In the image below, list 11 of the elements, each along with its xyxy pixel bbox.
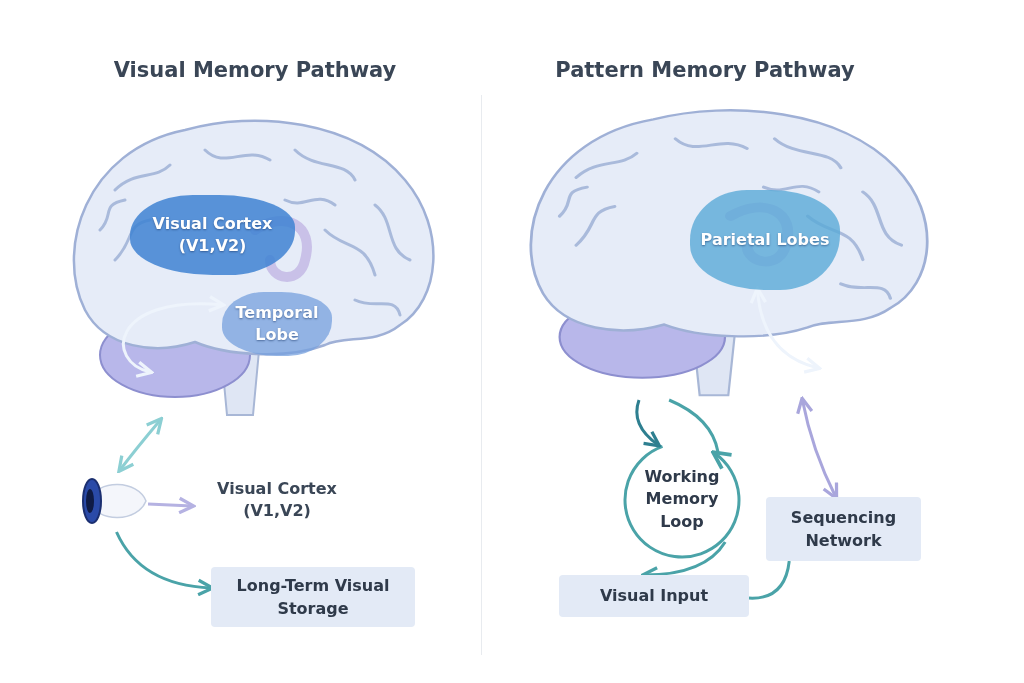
node-label: Working Memory Loop: [643, 466, 721, 534]
arrow: [122, 295, 226, 377]
arrow: [117, 417, 164, 474]
section-heading: Pattern Memory Pathway: [554, 58, 856, 82]
section-heading: Visual Memory Pathway: [112, 58, 398, 82]
label-box: Visual Input: [559, 575, 749, 617]
arrow: [147, 496, 196, 515]
arrow: [635, 399, 662, 448]
label-box: Long-Term Visual Storage: [211, 567, 415, 627]
label-box: Sequencing Network: [766, 497, 921, 561]
node-label: Visual Cortex (V1,V2): [192, 470, 362, 530]
